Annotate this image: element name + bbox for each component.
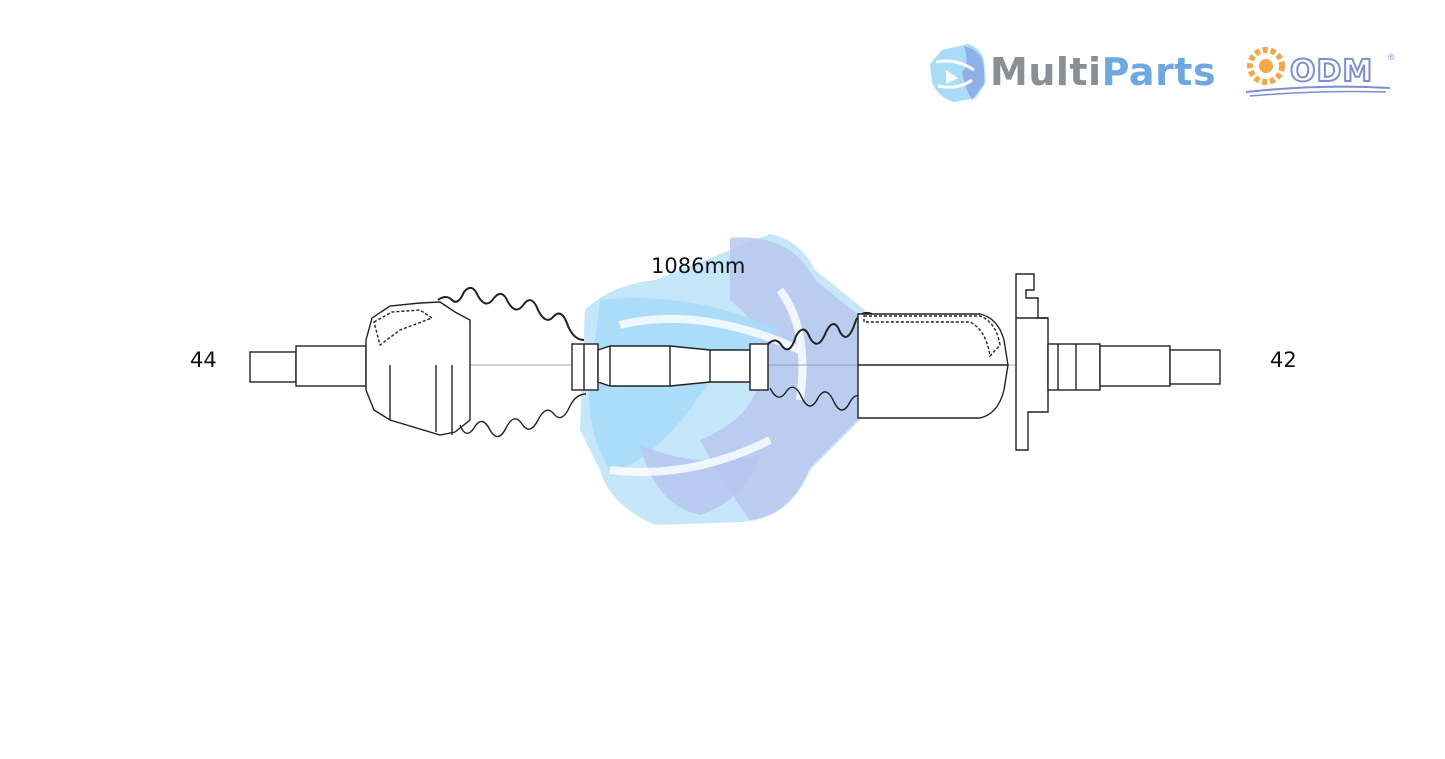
odm-wordmark: ODM xyxy=(1289,53,1374,90)
wordmark-multi: Multi xyxy=(990,50,1102,94)
left-cv-joint xyxy=(365,301,471,436)
left-boot-top xyxy=(437,286,585,341)
wordmark-parts: Parts xyxy=(1101,50,1217,94)
inner-cv-housing xyxy=(857,313,1009,419)
right-shaft-journal xyxy=(1099,345,1171,387)
left-shaft-journal xyxy=(295,345,367,387)
multiparts-watermark-icon xyxy=(580,234,865,525)
right-shaft-neck xyxy=(1047,343,1101,391)
mounting-flange xyxy=(1015,273,1049,451)
odm-logo: ODM ® xyxy=(1240,40,1400,104)
intermediate-shaft xyxy=(597,345,751,387)
multiparts-wordmark: MultiParts xyxy=(990,50,1216,94)
right-boot-bottom xyxy=(769,386,861,411)
left-boot-bottom xyxy=(459,393,587,438)
drive-shaft-drawing xyxy=(249,273,1221,451)
left-boot-clamp xyxy=(571,343,599,391)
multiparts-logo: MultiParts xyxy=(928,42,1218,106)
right-spline-stub xyxy=(1169,349,1221,385)
right-boot-top xyxy=(767,311,873,351)
right-boot-clamp xyxy=(749,343,769,391)
right-end-label: 42 xyxy=(1270,348,1297,372)
odm-registered-mark: ® xyxy=(1388,52,1395,62)
odm-logo-icon xyxy=(1245,47,1391,97)
length-label: 1086mm xyxy=(651,254,746,278)
multiparts-logo-icon xyxy=(930,44,986,102)
left-end-label: 44 xyxy=(190,348,217,372)
left-spline-stub xyxy=(249,351,297,383)
